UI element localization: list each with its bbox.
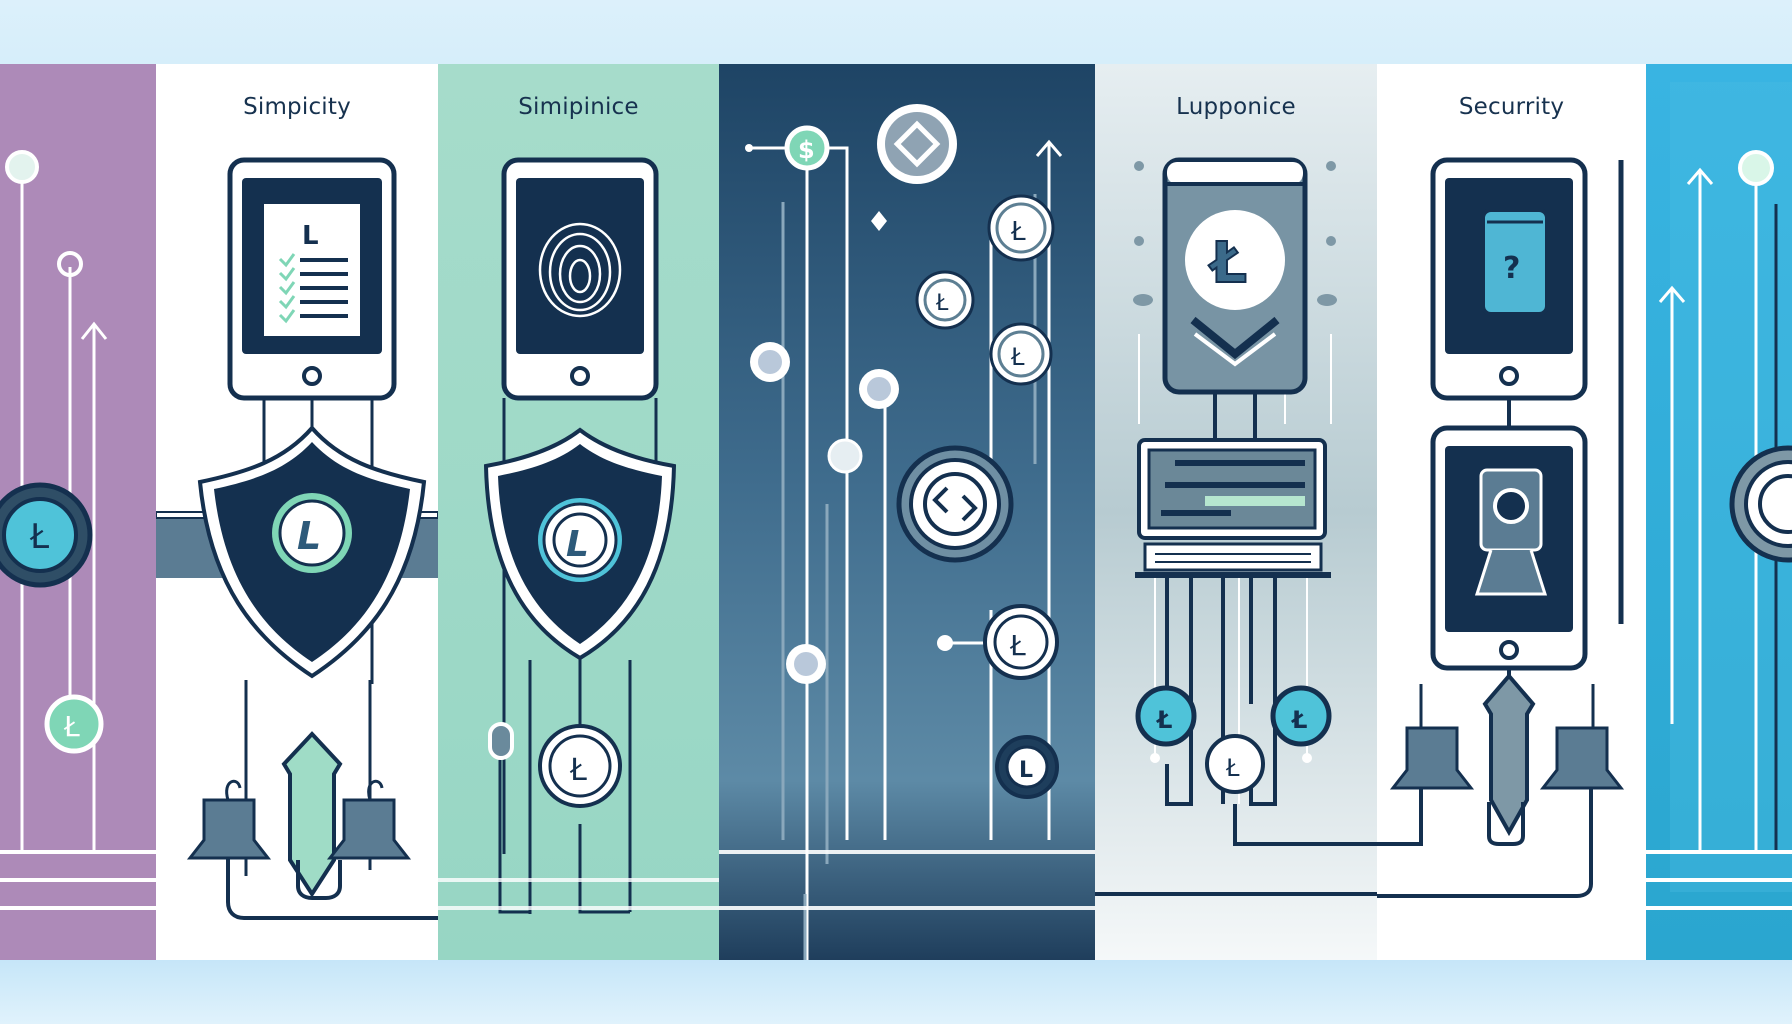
simplicity-illustration: L L [156, 157, 438, 920]
sparkle-icon [871, 211, 887, 231]
svg-text:?: ? [1503, 251, 1520, 286]
svg-text:Ł: Ł [1225, 754, 1240, 782]
blue-decoration [1646, 82, 1792, 910]
network-illustration: $ Ł Ł Ł [719, 104, 1095, 960]
lupponice-illustration: Ł [1095, 157, 1377, 896]
litecoin-coin-icon: Ł [1270, 685, 1332, 747]
slider-knob [488, 722, 514, 760]
phone-fingerprint-icon [501, 157, 659, 401]
litecoin-coin-icon: Ł [987, 194, 1055, 262]
svg-text:Ł: Ł [1290, 706, 1307, 734]
panel-simplicity: Simpicity L [156, 64, 438, 960]
svg-text:Ł: Ł [1009, 629, 1026, 662]
target-coin-icon [1729, 445, 1792, 563]
panel-purple-edge: Ł Ł [0, 64, 156, 960]
svg-text:L: L [566, 524, 589, 565]
svg-text:Ł: Ł [569, 753, 587, 788]
phone-user-icon [1430, 425, 1588, 671]
panel-simipinice: Simipinice L [438, 64, 719, 960]
phone-question-icon: ? [1430, 157, 1588, 401]
svg-text:Ł: Ł [1155, 706, 1172, 734]
svg-text:Ł: Ł [1208, 231, 1247, 296]
litecoin-coin-icon: Ł [989, 322, 1053, 386]
svg-text:L: L [297, 514, 321, 558]
svg-text:L: L [1019, 758, 1033, 783]
top-band [0, 0, 1792, 64]
crypto-coin-icon [877, 104, 957, 184]
litecoin-coin-icon: Ł [1205, 734, 1265, 794]
panel-title-securrity: Securrity [1458, 94, 1565, 120]
panel-blue-edge [1646, 64, 1792, 960]
svg-text:Ł: Ł [63, 710, 80, 743]
simipinice-illustration: L Ł [438, 157, 719, 914]
litecoin-coin-icon: L [995, 735, 1059, 799]
transfer-coin-icon [896, 445, 1014, 563]
svg-text:$: $ [798, 136, 815, 164]
litecoin-coin-icon: Ł [915, 270, 975, 330]
panel-lupponice: Lupponice Ł [1095, 64, 1377, 960]
securrity-illustration: ? [1377, 157, 1625, 898]
dollar-coin-icon: $ [784, 125, 830, 171]
litecoin-glyph: Ł [29, 517, 49, 557]
panel-title-simplicity: Simpicity [243, 94, 351, 120]
panel-securrity: Securrity ? [1377, 64, 1646, 960]
panel-title-lupponice: Lupponice [1176, 94, 1296, 120]
bridge-arrow-icon [186, 680, 438, 920]
purple-decoration: Ł Ł [0, 150, 156, 910]
phone-document-checklist-icon: L [227, 157, 397, 401]
litecoin-coin-icon: Ł [983, 604, 1059, 680]
shield-litecoin-icon: L [197, 424, 427, 679]
litecoin-coin-icon: Ł [538, 724, 622, 808]
litecoin-coin-icon: Ł [1135, 685, 1197, 747]
panel-network: $ Ł Ł Ł [719, 64, 1095, 960]
shield-litecoin-icon: L [483, 427, 677, 661]
computer-terminal-icon [1135, 438, 1331, 578]
svg-text:Ł: Ł [1010, 343, 1025, 371]
panel-title-simipinice: Simipinice [518, 94, 639, 120]
svg-text:Ł: Ł [935, 291, 949, 316]
svg-text:L: L [302, 221, 319, 251]
bottom-band [0, 960, 1792, 1024]
node-icon [827, 438, 863, 474]
phone-litecoin-download-icon: Ł [1162, 157, 1308, 395]
svg-text:Ł: Ł [1010, 217, 1026, 247]
coin-icon [44, 694, 104, 754]
bridge-arrow-icon [1377, 668, 1625, 898]
